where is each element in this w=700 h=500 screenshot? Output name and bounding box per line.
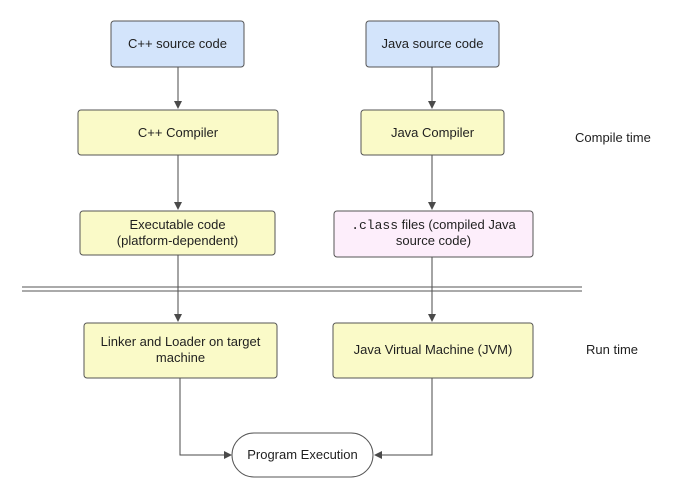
run-time-label: Run time [586,342,638,357]
executable-code-box [79,210,276,256]
executable-code-label-line2: (platform-dependent) [117,233,238,248]
executable-code-node: Executable code (platform-dependent) [79,210,276,256]
executable-code-label-line1: Executable code [129,217,225,232]
arrow-jvm-to-execution [374,378,433,459]
java-compiler-label: Java Compiler [391,125,475,140]
class-files-label-line2: source code) [396,233,471,248]
class-files-label-rest: files (compiled Java [398,217,517,232]
linker-loader-label-line2: machine [156,350,205,365]
jvm-label: Java Virtual Machine (JVM) [354,342,513,357]
program-execution-label: Program Execution [247,447,358,462]
class-files-node: .class files (compiled Java source code) [333,210,534,258]
java-source-box [365,20,500,68]
cpp-source-label: C++ source code [128,36,227,51]
java-compiler-node: Java Compiler [360,109,505,156]
cpp-compiler-label: C++ Compiler [138,125,219,140]
program-execution-node: Program Execution [231,432,374,478]
class-files-box [333,210,534,258]
java-source-node: Java source code [365,20,500,68]
linker-loader-label-line1: Linker and Loader on target [101,334,261,349]
compile-time-label: Compile time [575,130,651,145]
linker-loader-node: Linker and Loader on target machine [83,322,278,379]
cpp-compiler-box [77,109,279,156]
jvm-box [332,322,534,379]
class-files-label-line1: .class files (compiled Java [351,217,516,233]
cpp-compiler-node: C++ Compiler [77,109,279,156]
linker-loader-box [83,322,278,379]
jvm-node: Java Virtual Machine (JVM) [332,322,534,379]
compile-run-separator [22,286,582,292]
cpp-source-node: C++ source code [110,20,245,68]
program-execution-box [231,432,374,478]
class-keyword: .class [351,218,398,233]
cpp-source-box [110,20,245,68]
java-compiler-box [360,109,505,156]
arrow-linker-to-execution [179,378,232,459]
java-source-label: Java source code [382,36,484,51]
